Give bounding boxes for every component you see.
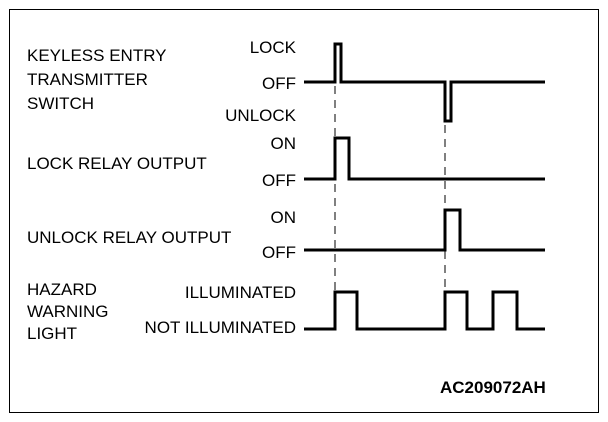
waveform-keyless-switch xyxy=(304,42,545,123)
state-label-lock: LOCK xyxy=(249,38,296,57)
signal-name-keyless-line3: SWITCH xyxy=(27,94,95,113)
state-label-unlock-relay-on: ON xyxy=(270,208,297,227)
waveform-lock-relay xyxy=(304,136,545,181)
signal-name-hazard-line2: WARNING xyxy=(27,302,109,321)
state-label-not-illuminated: NOT ILLUMINATED xyxy=(144,318,296,337)
state-label-unlock: UNLOCK xyxy=(225,106,296,125)
signal-name-lock-relay: LOCK RELAY OUTPUT xyxy=(27,154,207,173)
signal-name-unlock-relay: UNLOCK RELAY OUTPUT xyxy=(27,228,232,247)
state-label-keyless-off: OFF xyxy=(262,74,296,93)
state-label-lock-relay-off: OFF xyxy=(262,171,296,190)
figure-id: AC209072AH xyxy=(440,378,546,397)
waveform-unlock-relay xyxy=(304,208,545,252)
state-label-unlock-relay-off: OFF xyxy=(262,243,296,262)
state-label-lock-relay-on: ON xyxy=(270,134,297,153)
state-label-illuminated: ILLUMINATED xyxy=(184,283,296,302)
signal-name-hazard-line3: LIGHT xyxy=(27,324,78,343)
diagram-frame xyxy=(9,9,599,413)
waveform-hazard-light xyxy=(304,290,545,331)
signal-name-keyless-line2: TRANSMITTER xyxy=(27,70,148,89)
signal-name-keyless-line1: KEYLESS ENTRY xyxy=(27,46,167,65)
signal-name-hazard-line1: HAZARD xyxy=(27,280,97,299)
